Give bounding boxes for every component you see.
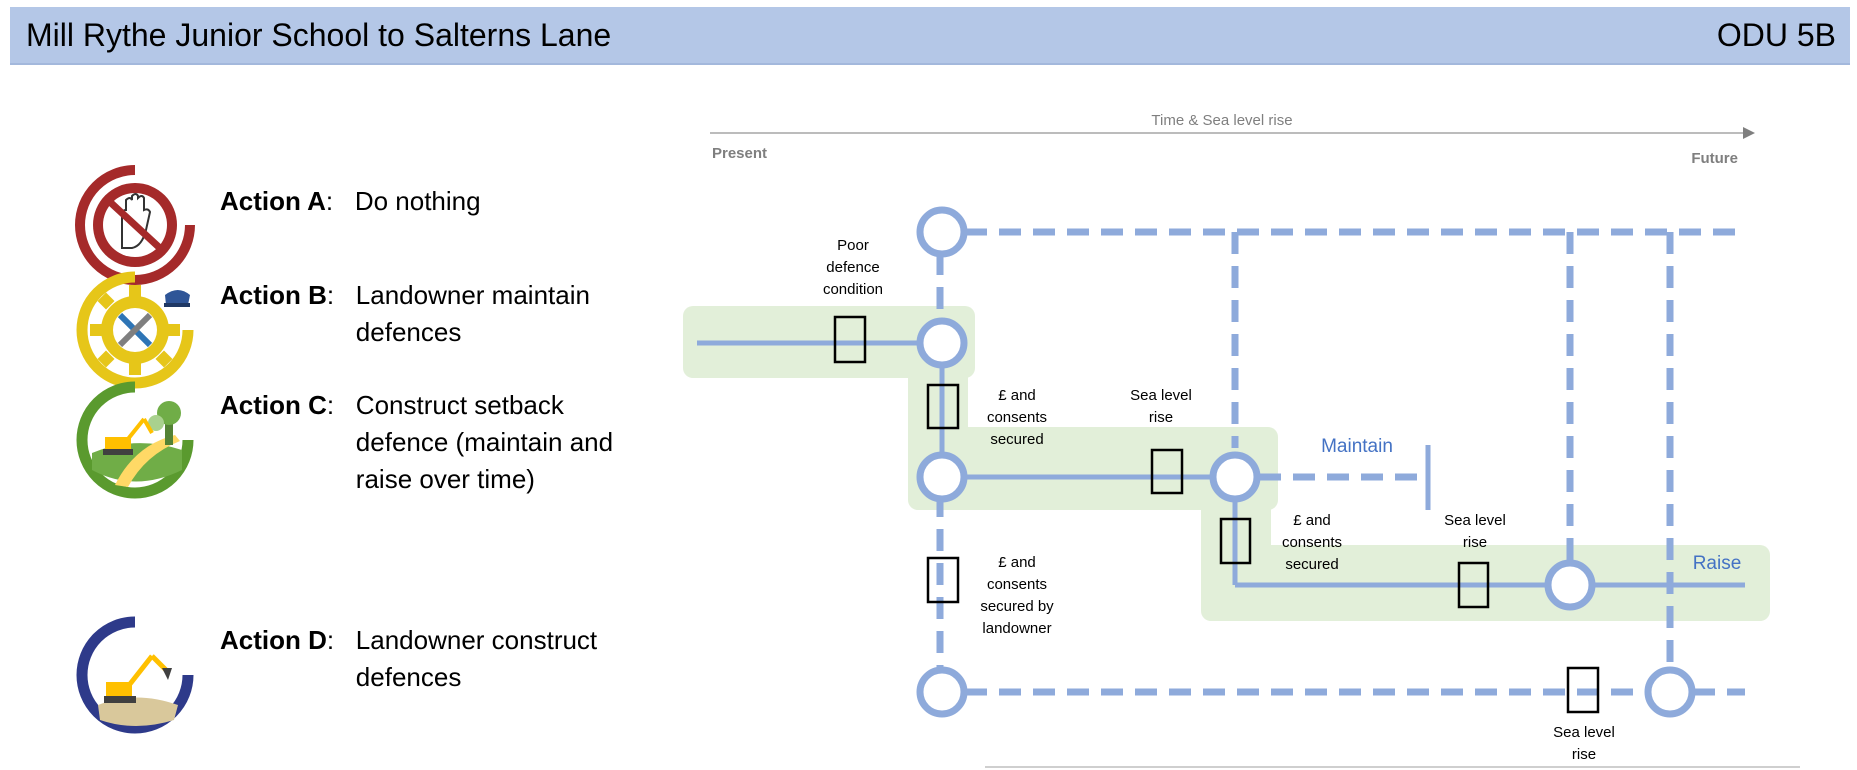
node-bottom-right	[1644, 666, 1696, 718]
label-funds-landowner-line-3: secured by	[980, 598, 1054, 615]
label-slr-3-line-1: Sea level	[1553, 724, 1615, 741]
action-d: Action D: Landowner construct defences	[0, 610, 660, 740]
label-funds-1-line-1: £ and	[998, 387, 1036, 404]
excavator-icon	[76, 616, 194, 734]
label-maintain: Maintain	[1321, 436, 1393, 457]
node-current	[916, 317, 968, 369]
timeline-arrowhead	[1743, 127, 1755, 139]
excavator-landscape-icon	[76, 381, 194, 499]
label-funds-1-line-2: consents	[987, 409, 1047, 426]
action-c-desc-line-1: Construct setback	[355, 390, 564, 420]
timeline-end-label: Future	[1691, 150, 1738, 167]
action-d-desc-line-1: Landowner construct	[355, 625, 598, 655]
trigger-box-poor-defence	[833, 315, 867, 364]
trigger-box-slr-2	[1457, 561, 1490, 609]
action-a-separator: :	[325, 186, 334, 216]
node-maintain	[1209, 451, 1261, 503]
action-b-separator: :	[326, 280, 335, 310]
stop-hand-icon	[75, 165, 195, 285]
page-title: Mill Rythe Junior School to Salterns Lan…	[26, 17, 612, 53]
action-d-desc-line-2: defences	[355, 662, 462, 692]
action-c-separator: :	[326, 390, 335, 420]
label-slr-1-line-2: rise	[1149, 409, 1173, 426]
label-slr-2-line-1: Sea level	[1444, 512, 1506, 529]
trigger-box-slr-3	[1566, 666, 1600, 714]
label-funds-2-line-3: secured	[1285, 556, 1338, 573]
action-b: Action B: Landowner maintain defences	[0, 265, 660, 395]
label-poor-defence-line-1: Poor	[837, 237, 869, 254]
timeline-start-label: Present	[712, 145, 767, 162]
trigger-box-funds-1	[926, 383, 960, 430]
label-funds-2-line-1: £ and	[1293, 512, 1331, 529]
action-d-separator: :	[326, 625, 335, 655]
action-b-desc-line-2: defences	[355, 317, 462, 347]
action-a-name: Action A	[220, 186, 326, 216]
label-slr-2-line-2: rise	[1463, 534, 1487, 551]
label-funds-landowner-line-1: £ and	[998, 554, 1036, 571]
action-a: Action A: Do nothing	[0, 160, 660, 290]
action-c-desc-line-3: raise over time)	[355, 464, 535, 494]
timeline-axis-label: Time & Sea level rise	[1151, 112, 1292, 129]
node-top	[916, 206, 968, 258]
trigger-box-funds-2	[1219, 517, 1252, 565]
node-raise	[1544, 559, 1596, 611]
page-header: Mill Rythe Junior School to Salterns Lan…	[10, 7, 1850, 65]
odu-code: ODU 5B	[1716, 17, 1836, 53]
highlight-maintain-setback	[908, 427, 1278, 510]
label-funds-1-line-3: secured	[990, 431, 1043, 448]
label-poor-defence-line-3: condition	[823, 281, 883, 298]
node-landowner	[916, 666, 968, 718]
action-d-name: Action D	[220, 625, 327, 655]
action-b-name: Action B	[220, 280, 327, 310]
action-c-desc-line-2: defence (maintain and	[355, 427, 614, 457]
node-setback	[916, 451, 968, 503]
action-a-desc: Do nothing	[354, 186, 481, 216]
action-b-desc-line-1: Landowner maintain	[355, 280, 590, 310]
label-funds-landowner-line-2: consents	[987, 576, 1047, 593]
trigger-box-funds-landowner	[926, 556, 960, 604]
gear-tools-icon	[76, 271, 194, 389]
label-slr-1-line-1: Sea level	[1130, 387, 1192, 404]
label-raise: Raise	[1693, 553, 1742, 574]
label-poor-defence-line-2: defence	[826, 259, 879, 276]
action-c: Action C: Construct setback defence (main…	[0, 375, 660, 505]
label-slr-3-line-2: rise	[1572, 746, 1596, 763]
label-funds-landowner-line-4: landowner	[982, 620, 1051, 637]
action-c-name: Action C	[220, 390, 327, 420]
trigger-box-slr-1	[1150, 448, 1184, 495]
label-funds-2-line-2: consents	[1282, 534, 1342, 551]
